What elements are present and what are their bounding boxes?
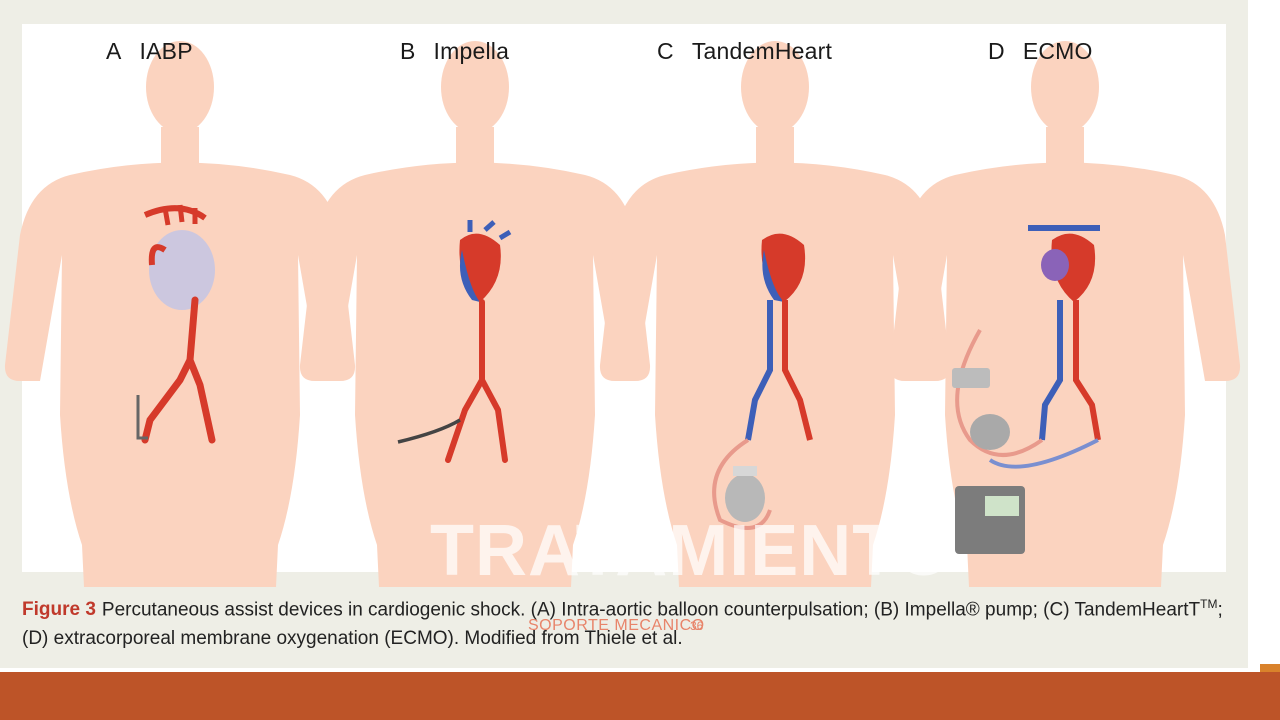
panel-letter: B	[400, 38, 416, 64]
tandemheart-device	[712, 233, 813, 530]
panel-letter: C	[657, 38, 674, 64]
body-b	[299, 41, 651, 587]
trademark-superscript: TM	[1200, 597, 1218, 611]
caption-line-2: (D) extracorporeal membrane oxygenation …	[22, 628, 683, 650]
panel-letter: D	[988, 38, 1005, 64]
panel-label-c: C TandemHeart	[657, 38, 832, 65]
panel-title: IABP	[139, 38, 193, 64]
panel-title: Impella	[433, 38, 510, 64]
impella-device	[397, 220, 512, 463]
bottom-accent-bar	[0, 672, 1280, 720]
ecmo-device	[952, 225, 1101, 554]
slide-title: TRATAMIENTO	[430, 511, 953, 591]
caption-line-1-end: ;	[1217, 599, 1223, 621]
panel-title: ECMO	[1022, 38, 1093, 64]
page-number: 36	[690, 619, 704, 633]
panel-label-a: A IABP	[106, 38, 193, 65]
caption-line-1: Percutaneous assist devices in cardiogen…	[101, 599, 1201, 621]
figure-number: Figure 3	[22, 599, 96, 621]
corner-accent	[1260, 664, 1280, 672]
panel-label-b: B Impella	[400, 38, 509, 65]
body-a	[4, 41, 356, 587]
iabp-device	[136, 204, 216, 444]
slide-footer: SOPORTE MECANICO	[528, 617, 705, 634]
panel-title: TandemHeart	[691, 38, 833, 64]
panel-letter: A	[106, 38, 122, 64]
panel-label-d: D ECMO	[988, 38, 1093, 65]
